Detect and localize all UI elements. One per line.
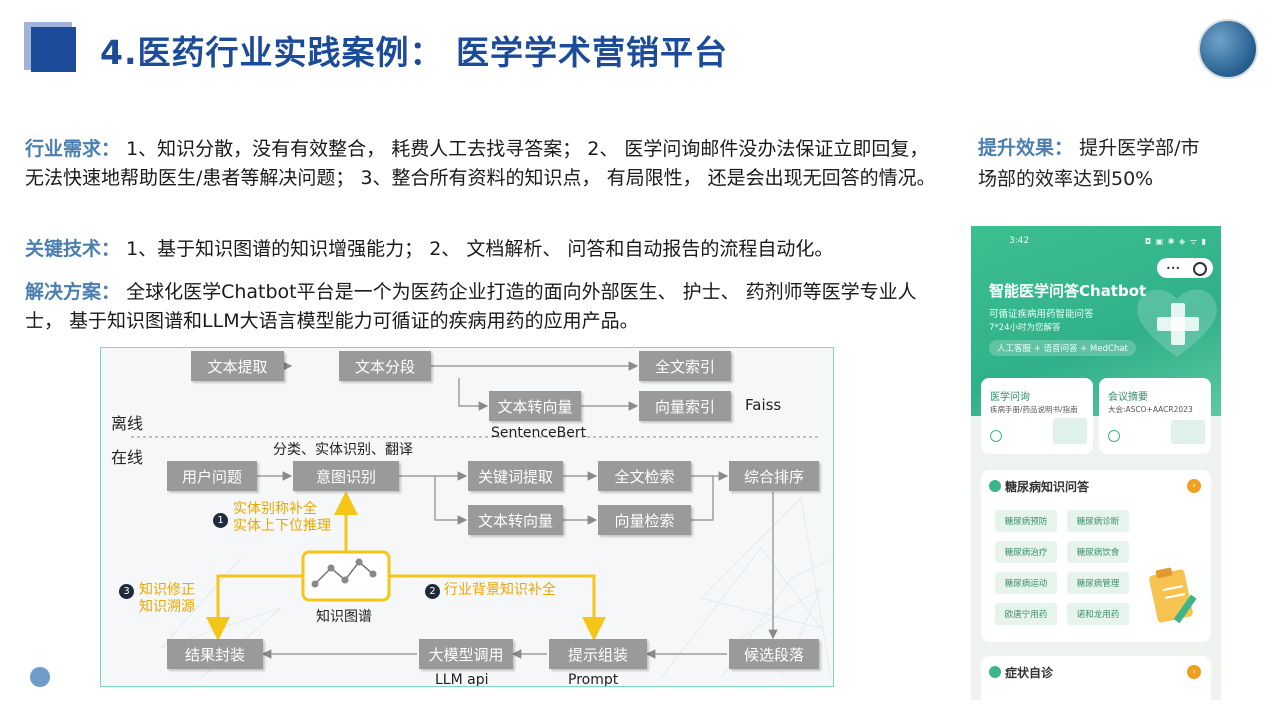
page-title: 4.医药行业实践案例： 医学学术营销平台 [100, 33, 728, 72]
box-user-question: 用户问题 [167, 461, 257, 491]
card-medical-inquiry-arrow-icon[interactable] [990, 430, 1002, 442]
folder-illustration-icon [1171, 420, 1205, 444]
phone-subtitle: 可循证疾病用药智能问答 [989, 309, 1094, 320]
tech-text: 1、基于知识图谱的知识增强能力； 2、 文档解析、 问答和自动报告的流程自动化。 [126, 238, 834, 260]
box-text-to-vector-offline: 文本转向量 [489, 391, 581, 421]
phone-time: 3:42 [1009, 236, 1030, 246]
need-paragraph: 行业需求： 1、知识分散，没有有效整合， 耗费人工去找寻答案； 2、 医学问询邮… [25, 135, 950, 193]
chip-diabetes-topic[interactable]: 糖尿病预防 [995, 510, 1057, 532]
box-text-to-vector-online: 文本转向量 [468, 505, 563, 535]
chip-diabetes-topic[interactable]: 糖尿病诊断 [1067, 510, 1129, 532]
box-intent-recognition: 意图识别 [293, 461, 399, 491]
kg-label: 知识图谱 [316, 609, 372, 625]
tech-label: 关键技术： [25, 238, 121, 260]
step1-marker: 1 [213, 513, 228, 528]
step3-marker: 3 [119, 584, 134, 599]
need-label: 行业需求： [25, 138, 121, 160]
effect-label: 提升效果： [978, 137, 1074, 159]
box-keyword-extract: 关键词提取 [468, 461, 563, 491]
box-text-segment: 文本分段 [339, 351, 431, 381]
intent-note: 分类、实体识别、翻译 [273, 442, 413, 458]
box-vector-search: 向量检索 [598, 505, 691, 535]
step3-text: 知识修正 知识溯源 [139, 582, 195, 616]
box-prompt-assemble: 提示组装 [549, 639, 647, 669]
card-meeting-summary-title: 会议摘要 [1108, 392, 1148, 403]
section-symptom-self-check: 症状自诊 › [981, 656, 1211, 700]
clipboard-pen-icon [1149, 567, 1197, 624]
step1-text: 实体别称补全 实体上下位推理 [233, 501, 331, 535]
box-candidate-passages: 候选段落 [729, 639, 819, 669]
phone-feature-tag: 人工客服 + 语音问答 + MedChat [989, 340, 1136, 356]
sentencebert-label: SentenceBert [491, 425, 587, 441]
chip-diabetes-topic[interactable]: 糖尿病管理 [1067, 572, 1129, 594]
box-overall-rank: 综合排序 [729, 461, 819, 491]
card-medical-inquiry[interactable]: 医学问询 疾病手册/药品说明书/指南 [981, 378, 1093, 454]
solution-label: 解决方案： [25, 281, 121, 303]
corner-dot-decoration [30, 667, 50, 687]
step1-line1: 实体别称补全 [233, 501, 317, 517]
phone-app-title: 智能医学问答Chatbot [989, 282, 1147, 300]
title-decoration-front [31, 27, 76, 72]
section-symptom-more-icon[interactable]: › [1187, 665, 1201, 679]
chip-diabetes-topic[interactable]: 糖尿病运动 [995, 572, 1057, 594]
document-illustration-icon [1053, 418, 1087, 444]
chatbot-phone-screenshot: 3:42 ◘ ▣ ✱ ◈ ᯤ ▮ ••• 智能医学问答Chatbot 可循证疾病… [971, 226, 1221, 700]
box-fulltext-search: 全文检索 [598, 461, 691, 491]
diagram-lines [131, 361, 833, 679]
solution-text: 全球化医学Chatbot平台是一个为医药企业打造的面向外部医生、 护士、 药剂师… [25, 281, 917, 332]
step3-line1: 知识修正 [139, 582, 195, 598]
box-fulltext-index: 全文索引 [639, 351, 731, 381]
card-meeting-summary-sub: 大会:ASCO+AACR2023 [1108, 405, 1193, 414]
step3-line2: 知识溯源 [139, 599, 195, 615]
symptom-section-icon [989, 666, 1001, 678]
faiss-label: Faiss [745, 396, 782, 414]
step1-line2: 实体上下位推理 [233, 518, 331, 534]
section-diabetes-qa-title: 糖尿病知识问答 [1005, 480, 1090, 494]
llm-api-label: LLM api [435, 672, 489, 687]
offline-label: 离线 [111, 414, 144, 433]
box-vector-index: 向量索引 [639, 391, 731, 421]
kg-node-frame [301, 550, 391, 602]
prompt-label: Prompt [568, 672, 619, 687]
chip-diabetes-topic[interactable]: 糖尿病治疗 [995, 541, 1057, 563]
title-circle-decoration [1198, 19, 1258, 79]
chip-diabetes-topic[interactable]: 欧唐宁用药 [995, 603, 1057, 625]
box-result-wrap: 结果封装 [167, 639, 263, 669]
box-text-extract: 文本提取 [191, 351, 284, 381]
chip-diabetes-topic[interactable]: 诺和龙用药 [1067, 603, 1129, 625]
card-meeting-summary[interactable]: 会议摘要 大会:ASCO+AACR2023 [1099, 378, 1211, 454]
mini-program-capsule[interactable]: ••• [1157, 258, 1213, 278]
step2-text: 行业背景知识补全 [444, 582, 556, 598]
online-label: 在线 [111, 448, 144, 467]
phone-subtitle-2: 7*24小时为您解答 [989, 323, 1061, 333]
more-icon[interactable]: ••• [1166, 264, 1181, 273]
solution-paragraph: 解决方案： 全球化医学Chatbot平台是一个为医药企业打造的面向外部医生、 护… [25, 278, 950, 336]
box-llm-call: 大模型调用 [419, 639, 513, 669]
phone-status-icons: ◘ ▣ ✱ ◈ ᯤ ▮ [1144, 237, 1207, 246]
close-target-icon[interactable] [1193, 262, 1207, 276]
effect-paragraph: 提升效果： 提升医学部/市场部的效率达到50% [978, 133, 1218, 195]
tech-paragraph: 关键技术： 1、基于知识图谱的知识增强能力； 2、 文档解析、 问答和自动报告的… [25, 235, 950, 264]
need-text: 1、知识分散，没有有效整合， 耗费人工去找寻答案； 2、 医学问询邮件没办法保证… [25, 138, 936, 189]
card-medical-inquiry-sub: 疾病手册/药品说明书/指南 [990, 405, 1078, 414]
section-diabetes-qa: 糖尿病知识问答 › 糖尿病预防 糖尿病诊断 糖尿病治疗 糖尿病饮食 糖尿病运动 … [981, 470, 1211, 642]
card-medical-inquiry-title: 医学问询 [990, 392, 1030, 403]
chip-diabetes-topic[interactable]: 糖尿病饮食 [1067, 541, 1129, 563]
section-symptom-title: 症状自诊 [1005, 666, 1054, 680]
step2-marker: 2 [425, 584, 440, 599]
section-diabetes-qa-more-icon[interactable]: › [1187, 479, 1201, 493]
medical-cross-icon [1137, 289, 1217, 357]
diabetes-section-icon [989, 480, 1001, 492]
card-meeting-summary-arrow-icon[interactable] [1108, 430, 1120, 442]
architecture-diagram: 离线 在线 文本提取 文本分段 全文索引 文本转向量 向量索引 Faiss Se… [100, 347, 834, 687]
effect-text: 提升医学部/市场部的效率达到50% [978, 137, 1200, 190]
